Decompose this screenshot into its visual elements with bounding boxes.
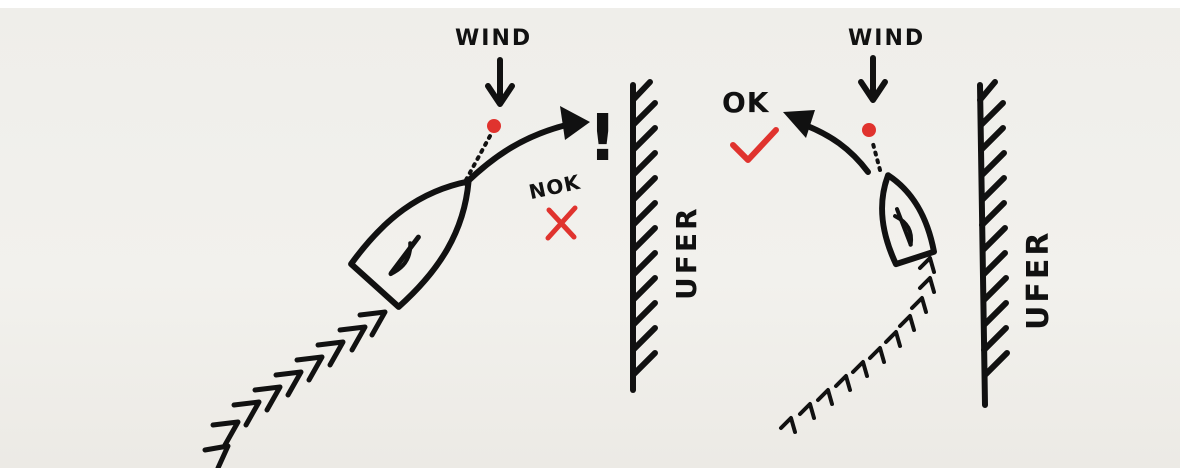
right-wind-dot	[862, 123, 876, 137]
left-wind-label: WIND	[455, 26, 532, 51]
left-wake	[205, 312, 385, 468]
cross-icon	[548, 208, 575, 238]
right-scene: WIND OK	[722, 26, 1056, 432]
left-wind-dot	[487, 119, 501, 133]
left-wind-arrow	[488, 60, 512, 104]
check-icon	[733, 130, 776, 160]
exclamation-mark: !	[588, 102, 617, 176]
left-shoreline	[633, 82, 655, 390]
right-dotted-line	[872, 140, 880, 170]
left-shore-label: UFER	[670, 205, 703, 300]
right-shore-label: UFER	[1021, 230, 1056, 330]
right-course-arrow	[783, 110, 868, 172]
right-boat	[868, 169, 936, 265]
right-wind-arrow	[861, 58, 885, 100]
right-wind-label: WIND	[848, 26, 925, 51]
right-shoreline	[980, 82, 1007, 405]
top-border	[0, 0, 1180, 8]
svg-text:!: !	[588, 102, 617, 176]
right-wake	[781, 258, 934, 432]
right-status-label: OK	[722, 86, 770, 119]
left-scene: WIND ! NOK	[205, 26, 703, 468]
left-status-label: NOK	[527, 170, 584, 204]
